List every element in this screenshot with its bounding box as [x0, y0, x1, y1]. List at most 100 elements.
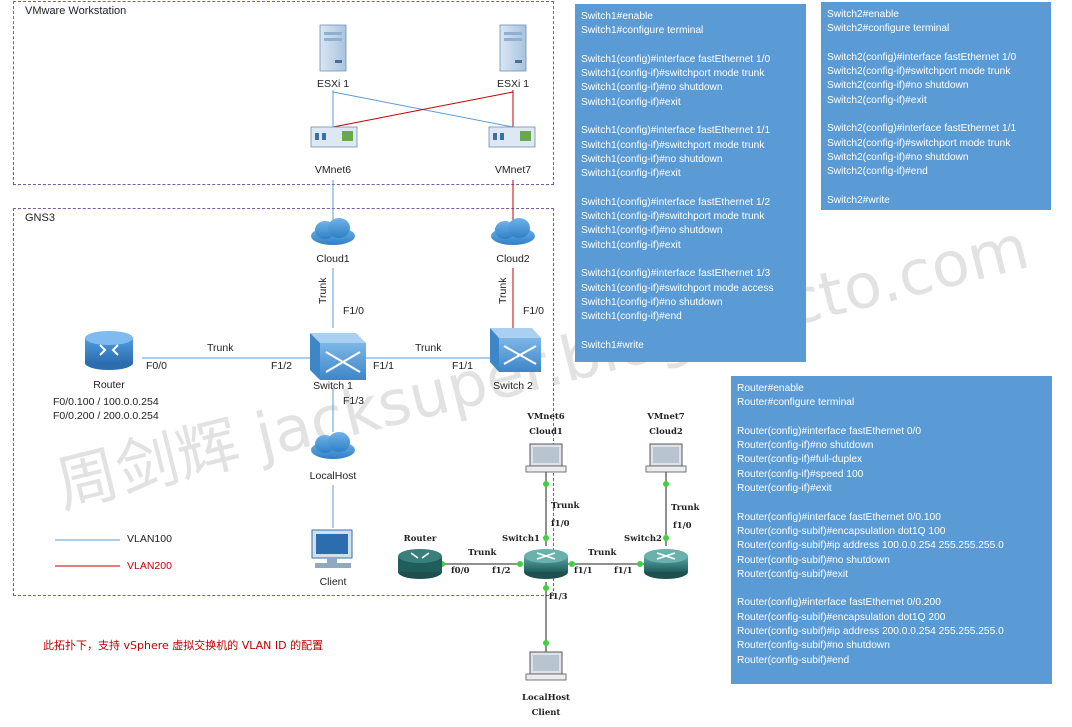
gns3-box: [13, 208, 554, 596]
cli-line: Router#enable: [737, 383, 804, 394]
cli-line: Switch1(config)#interface fastEthernet 1…: [581, 53, 771, 65]
gns-f13-label: f1/3: [549, 592, 568, 602]
esxi-left-server-icon: [319, 24, 347, 72]
cli-line: Switch2(config-if)#no shutdown: [827, 80, 969, 92]
legend-vlan100-label: VLAN100: [127, 533, 172, 545]
cli-line: [827, 37, 1045, 51]
router-ip1-label: F0/0.100 / 100.0.0.254: [53, 396, 159, 408]
cloud1-label: Cloud1: [316, 253, 350, 265]
cli-line: Switch2(config-if)#no shutdown: [827, 151, 969, 163]
cloud1-icon: [311, 218, 355, 245]
esxi-right-label: ESXi 1: [496, 78, 530, 90]
legend-vlan200-label: VLAN200: [127, 560, 172, 572]
cli-line: [737, 582, 1046, 596]
cli-line: Switch1(config-if)#end: [581, 311, 682, 323]
cli-line: Switch2#configure terminal: [827, 23, 950, 35]
cli-line: Switch2(config-if)#exit: [827, 94, 927, 106]
gns-switch2-label: Switch2: [624, 534, 662, 544]
switch1-f13-label: F1/3: [343, 395, 365, 407]
cli-line: [581, 325, 800, 339]
cli-line: Router(config-subif)#end: [737, 654, 850, 666]
router-icon: [85, 331, 133, 370]
cli-line: Switch1(config-if)#switchport mode trunk: [581, 139, 765, 151]
cli-line: Router(config-if)#full-duplex: [737, 454, 863, 466]
client-pc-icon: [311, 529, 353, 568]
cli-line: Switch1#configure terminal: [581, 25, 704, 37]
cli-line: Switch1(config-if)#exit: [581, 168, 681, 180]
gns-trunk4-label: Trunk: [588, 548, 617, 558]
cli-line: [581, 182, 800, 196]
cli-line: Router(config-subif)#ip address 200.0.0.…: [737, 626, 1004, 638]
cli-line: Router(config-subif)#no shutdown: [737, 554, 890, 566]
router-label: Router: [93, 379, 125, 391]
cli-line: Switch1#enable: [581, 11, 653, 22]
esxi-left-label: ESXi 1: [316, 78, 350, 90]
gns-cloud2-label: Cloud2: [649, 427, 683, 437]
cli-line: Switch2(config-if)#switchport mode trunk: [827, 137, 1011, 149]
gns-switch1-label: Switch1: [502, 534, 540, 544]
switch2-f10-label: F1/0: [523, 305, 545, 317]
cli-line: Switch1(config-if)#exit: [581, 239, 681, 251]
cli-line: Router(config-subif)#exit: [737, 568, 848, 580]
cli-line: Switch2#enable: [827, 9, 899, 20]
esxi-right-server-icon: [499, 24, 527, 72]
cli-line: Switch1(config-if)#no shutdown: [581, 153, 723, 165]
vmware-workstation-title: VMware Workstation: [25, 5, 127, 17]
vmnet7-label: VMnet7: [494, 164, 532, 176]
trunk-switch-label: Trunk: [415, 342, 442, 354]
caption-text: 此拓扑下，支持 vSphere 虚拟交换机的 VLAN ID 的配置: [43, 639, 324, 652]
cli-line: Switch1(config)#interface fastEthernet 1…: [581, 268, 771, 280]
client-label: Client: [319, 576, 347, 588]
gns-f11b-label: f1/1: [614, 566, 633, 576]
cli-line: Switch2(config)#interface fastEthernet 1…: [827, 123, 1017, 135]
cli-line: Router(config)#interface fastEthernet 0/…: [737, 511, 941, 523]
cli-line: [737, 411, 1046, 425]
gns-vmnet7-label: VMnet7: [647, 412, 685, 422]
cli-line: Switch1(config)#interface fastEthernet 1…: [581, 125, 771, 137]
cli-line: Router(config-subif)#encapsulation dot1Q…: [737, 611, 946, 623]
cloud2-icon: [491, 218, 535, 245]
router-f00-label: F0/0: [146, 360, 168, 372]
gns-client-label: Client: [531, 708, 561, 718]
cli-line: Switch1(config-if)#no shutdown: [581, 82, 723, 94]
switch1-f10-label: F1/0: [343, 305, 365, 317]
vmnet6-switch-icon: [310, 126, 358, 148]
cli-line: Router(config-subif)#no shutdown: [737, 640, 890, 652]
vmware-workstation-box: [13, 1, 554, 185]
cloud2-label: Cloud2: [496, 253, 530, 265]
trunk-cloud2-label: Trunk: [497, 277, 509, 304]
cli-line: Router(config-subif)#encapsulation dot1Q…: [737, 525, 946, 537]
cli-line: Switch1(config-if)#switchport mode trunk: [581, 211, 765, 223]
cli-line: [581, 110, 800, 124]
gns-router-icon: [398, 549, 442, 579]
cli-line: Switch1(config-if)#switchport mode trunk: [581, 68, 765, 80]
cli-line: [827, 180, 1045, 194]
cli-line: [827, 108, 1045, 122]
gns-localhost-label: LocalHost: [522, 693, 570, 703]
gns-trunk3-label: Trunk: [468, 548, 497, 558]
gns-vmnet6-pc-icon: [525, 443, 567, 473]
gns-f10b-label: f1/0: [673, 521, 692, 531]
gns-f11a-label: f1/1: [574, 566, 593, 576]
gns-f00-label: f0/0: [451, 566, 470, 576]
gns-vmnet6-label: VMnet6: [527, 412, 565, 422]
gns-f10a-label: f1/0: [551, 519, 570, 529]
cli-line: [581, 39, 800, 53]
cli-line: Router#configure terminal: [737, 397, 855, 409]
cli-line: [581, 253, 800, 267]
cli-line: Switch2#write: [827, 194, 890, 206]
switch2-icon: [490, 328, 541, 372]
router-ip2-label: F0/0.200 / 200.0.0.254: [53, 410, 159, 422]
gns-trunk1-label: Trunk: [551, 501, 580, 511]
cli-line: Switch1(config-if)#exit: [581, 96, 681, 108]
cli-line: Switch2(config-if)#switchport mode trunk: [827, 66, 1011, 78]
gns-vmnet7-pc-icon: [645, 443, 687, 473]
cli-line: Router(config-if)#speed 100: [737, 468, 864, 480]
cli-line: Router(config-if)#exit: [737, 483, 832, 495]
gns-trunk2-label: Trunk: [671, 503, 700, 513]
esxi-cross-links: [332, 90, 514, 128]
